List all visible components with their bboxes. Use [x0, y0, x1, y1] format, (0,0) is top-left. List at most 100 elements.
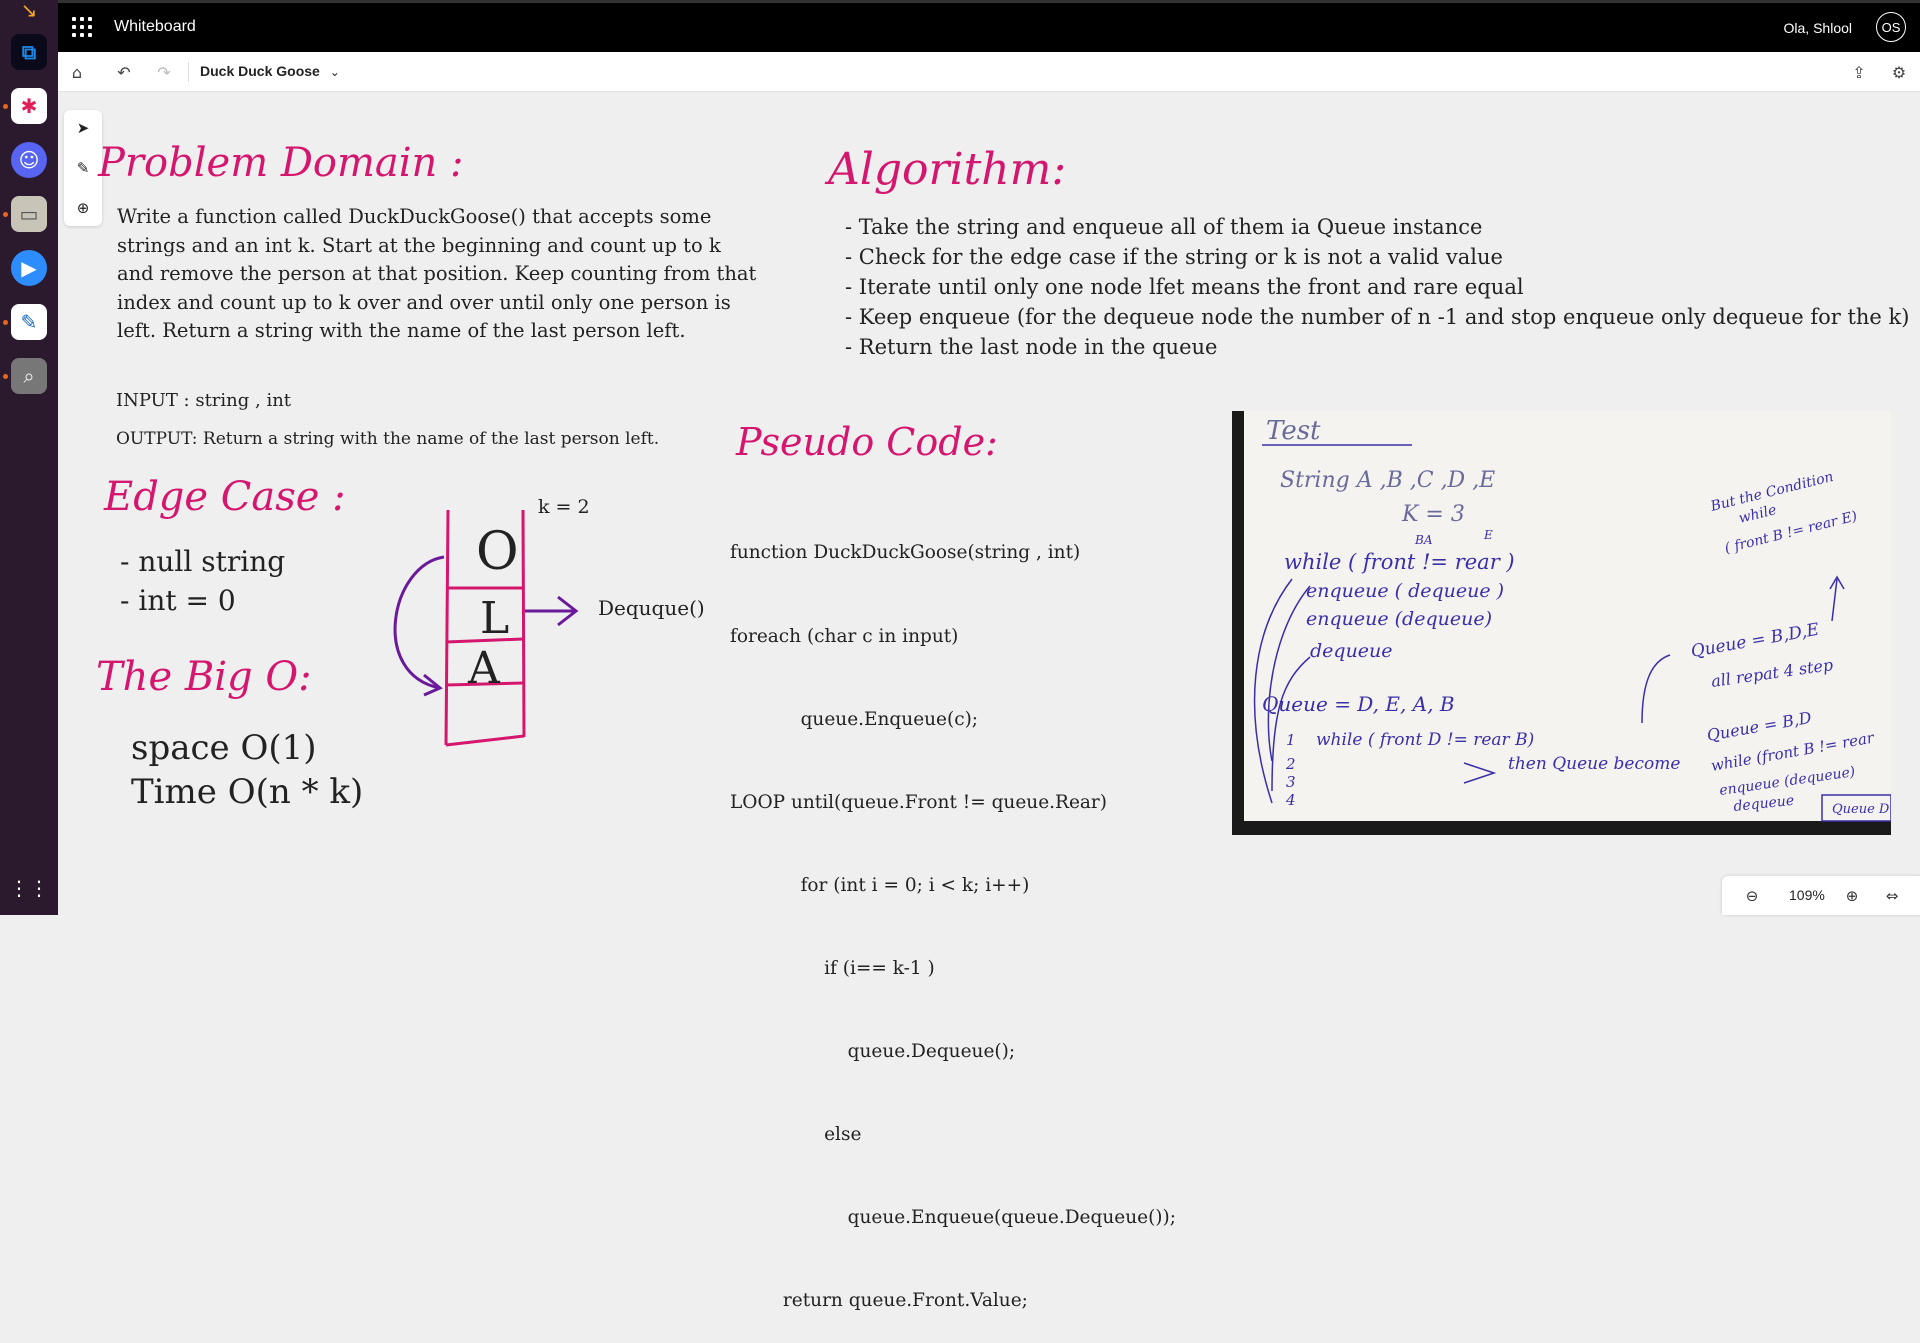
user-name: Ola, Shlool [1783, 20, 1852, 36]
zoom-controls: ⊖ 109% ⊕ ⇔ [1722, 876, 1920, 915]
test-string: String A ,B ,C ,D ,E [1280, 468, 1495, 493]
pen-icon[interactable]: ✎ [76, 159, 90, 177]
test-while: while ( front != rear ) [1284, 550, 1515, 574]
show-apps-icon[interactable]: ⋮⋮ [9, 876, 49, 900]
test-notes-photo: Test String A ,B ,C ,D ,E K = 3 BA E whi… [1232, 411, 1891, 835]
dequeue-arrow [525, 595, 579, 627]
zoom-out-icon[interactable]: ⊖ [1745, 887, 1759, 905]
code-line: else [730, 1124, 862, 1146]
code-line: for (int i = 0; i < k; i++) [730, 874, 1030, 896]
download-icon[interactable]: ↘ [20, 0, 38, 22]
test-title: Test [1266, 416, 1321, 446]
problem-domain-heading: Problem Domain : [98, 140, 464, 186]
toolbar-divider [188, 62, 189, 82]
test-step-2: enqueue (dequeue) [1306, 608, 1492, 630]
big-o-heading: The Big O: [96, 654, 312, 700]
test-num-1: 1 [1286, 731, 1296, 749]
board-name-dropdown[interactable]: Duck Duck Goose ⌄ [200, 63, 340, 79]
vscode-icon[interactable]: ⧉ [11, 34, 47, 70]
board-toolbar: ⌂ ↶ ↷ Duck Duck Goose ⌄ ⇪ ⚙ [58, 52, 1920, 92]
running-indicator [3, 212, 8, 217]
code-line: return queue.Front.Value; [730, 1290, 1028, 1312]
curve-arrow [1641, 654, 1671, 724]
photo-edge [1232, 411, 1244, 835]
test-num-3: 3 [1286, 773, 1296, 791]
avatar[interactable]: OS [1876, 12, 1906, 42]
queue-cell-middle: L [480, 593, 509, 644]
share-icon[interactable]: ⇪ [1852, 62, 1866, 82]
test-queue: Queue = D, E, A, B [1262, 692, 1455, 716]
test-front-mark: BA [1414, 533, 1433, 547]
chevron-down-icon: ⌄ [329, 65, 340, 79]
code-line: function DuckDuckGoose(string , int) [730, 542, 1081, 564]
edge-case-list: - null string - int = 0 [120, 542, 285, 620]
fit-to-screen-icon[interactable]: ⇔ [1885, 887, 1899, 905]
test-right-bottom-4: dequeue [1733, 793, 1795, 815]
zoom-level[interactable]: 109% [1789, 887, 1825, 903]
test-step-1: enqueue ( dequeue ) [1306, 580, 1504, 602]
running-indicator [3, 320, 8, 325]
test-k: K = 3 [1401, 502, 1465, 527]
test-then: then Queue become [1508, 754, 1680, 774]
up-arrow-head [1829, 575, 1845, 590]
code-line: queue.Enqueue(c); [730, 708, 979, 730]
discord-icon[interactable]: ☺ [11, 142, 47, 178]
queue-outline [444, 509, 526, 747]
test-rear-mark: E [1483, 528, 1493, 542]
code-line: LOOP until(queue.Front != queue.Rear) [730, 791, 1107, 813]
text-editor-icon[interactable]: ✎ [11, 304, 47, 340]
algorithm-step: - Return the last node in the queue [845, 335, 1218, 359]
input-description: INPUT : string , int [116, 390, 292, 411]
algorithm-step: - Iterate until only one node lfet means… [845, 275, 1524, 299]
algorithm-list: - Take the string and enqueue all of the… [845, 212, 1909, 362]
code-line: foreach (char c in input) [730, 625, 959, 647]
queue-diagram: O L A [393, 509, 579, 747]
time-complexity: Time O(n * k) [131, 772, 364, 812]
test-step-3: dequeue [1310, 640, 1393, 662]
code-line: queue.Enqueue(queue.Dequeue()); [730, 1207, 1176, 1229]
output-description: OUTPUT: Return a string with the name of… [116, 429, 660, 449]
running-indicator [3, 374, 8, 379]
running-indicator [3, 104, 8, 109]
edge-case-item: - null string [120, 545, 286, 578]
enqueue-loop-arrow [393, 555, 445, 697]
home-icon[interactable]: ⌂ [71, 62, 83, 82]
app-dock: ↘ ⧉ ✱ ☺ ▭ ▶ ✎ ⌕ ⋮⋮ [0, 0, 58, 915]
code-line: if (i== k-1 ) [730, 957, 935, 979]
slack-icon[interactable]: ✱ [11, 88, 47, 124]
test-num-4: 4 [1285, 791, 1296, 809]
search-app-icon[interactable]: ⌕ [11, 358, 47, 394]
algorithm-step: - Check for the edge case if the string … [845, 245, 1503, 269]
big-o-list: space O(1) Time O(n * k) [131, 726, 363, 814]
zoom-in-icon[interactable]: ⊕ [1845, 887, 1859, 905]
app-title: Whiteboard [114, 18, 196, 35]
algorithm-step: - Keep enqueue (for the dequeue node the… [845, 305, 1910, 329]
photo-edge [1232, 821, 1891, 835]
algorithm-step: - Take the string and enqueue all of the… [845, 215, 1483, 239]
code-line: queue.Dequeue(); [730, 1041, 1016, 1063]
add-icon[interactable]: ⊕ [76, 199, 90, 217]
tool-palette: ➤ ✎ ⊕ [64, 110, 102, 226]
test-num-2: 2 [1285, 755, 1296, 773]
queue-cell-rear: A [467, 643, 501, 694]
app-launcher-icon[interactable] [72, 17, 92, 37]
bracket-curve [1253, 578, 1293, 804]
board-name: Duck Duck Goose [200, 63, 320, 79]
pseudo-code-block: function DuckDuckGoose(string , int) for… [730, 484, 1176, 1343]
undo-icon[interactable]: ↶ [117, 62, 131, 82]
zoom-app-icon[interactable]: ▶ [11, 250, 47, 286]
corner-box [1821, 794, 1891, 822]
edge-case-heading: Edge Case : [104, 474, 346, 520]
photo-paper [1232, 411, 1891, 835]
select-pointer-icon[interactable]: ➤ [76, 119, 90, 137]
settings-gear-icon[interactable]: ⚙ [1891, 62, 1907, 82]
redo-icon[interactable]: ↷ [157, 62, 171, 82]
files-icon[interactable]: ▭ [11, 196, 47, 232]
queue-cell-front: O [476, 522, 519, 582]
edge-case-item: - int = 0 [120, 584, 236, 617]
then-arrow [1463, 762, 1497, 784]
test-corner-box-text: Queue D [1832, 802, 1890, 817]
pseudo-code-heading: Pseudo Code: [736, 420, 998, 464]
test-loop: while ( front D != rear B) [1316, 730, 1534, 750]
up-arrow [1831, 578, 1838, 622]
